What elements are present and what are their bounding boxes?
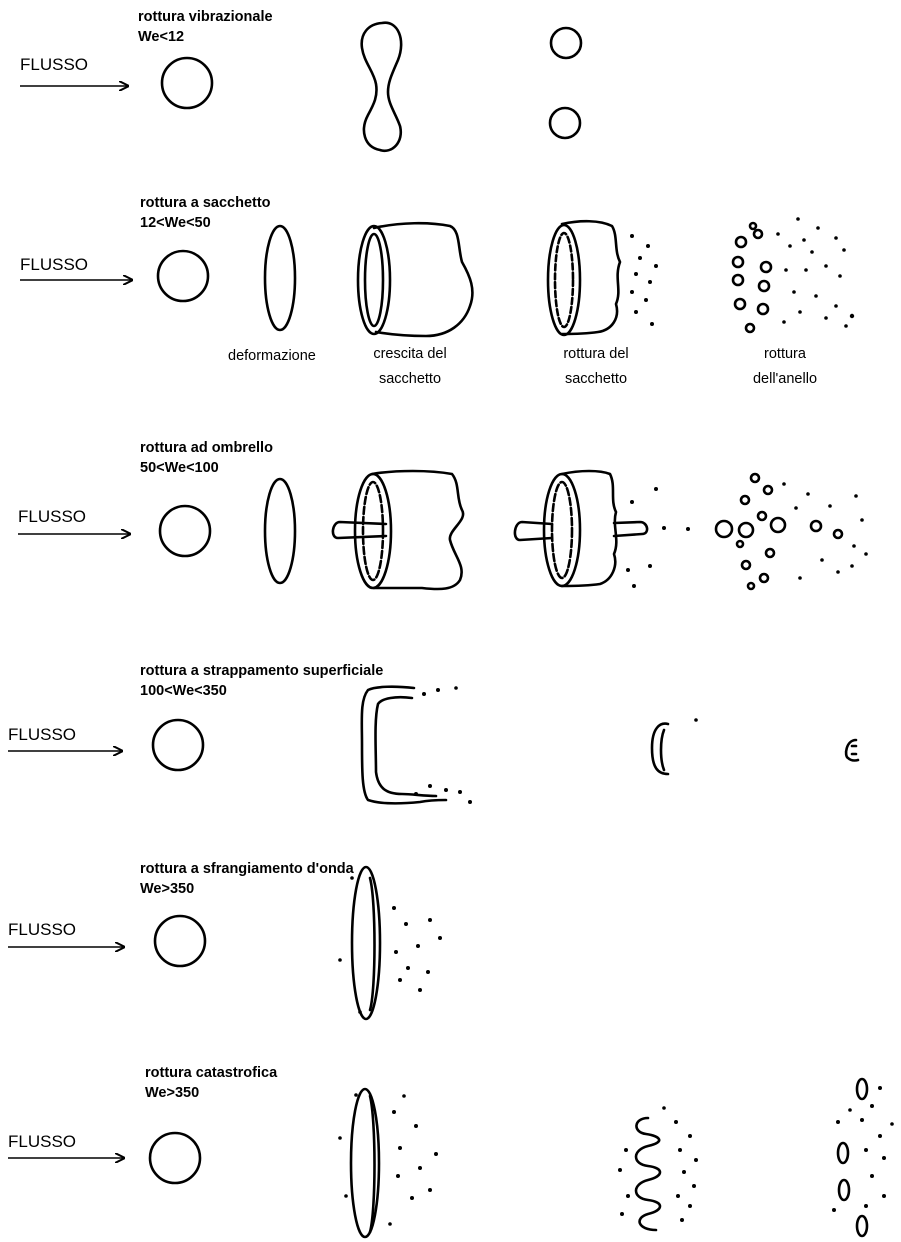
regime-title: rottura a strappamento superficiale [140, 663, 383, 679]
droplet-deformed [265, 226, 295, 330]
regime-title: rottura vibrazionale [138, 9, 273, 25]
caption-ring-1: rottura [764, 346, 807, 362]
droplet-deformed [265, 479, 295, 583]
droplet-initial [158, 251, 208, 301]
flow-label: FLUSSO [8, 725, 76, 744]
caption-bag-burst-2: sacchetto [565, 371, 627, 387]
droplet-initial [153, 720, 203, 770]
umbrella-burst-shape [515, 471, 690, 588]
stripped-droplet-shape [652, 718, 698, 774]
row-strappamento: rottura a strappamento superficiale 100<… [8, 663, 858, 804]
flattened-drop-shape [338, 1089, 438, 1237]
row-ombrello: rottura ad ombrello 50<We<100 FLUSSO [18, 440, 868, 589]
bag-burst-shape [548, 221, 658, 335]
umbrella-breakup-shape [716, 474, 868, 589]
droplet-initial [150, 1133, 200, 1183]
weber-condition: 50<We<100 [140, 460, 219, 476]
wave-crest-shape [338, 867, 442, 1019]
child-droplet [550, 108, 580, 138]
caption-bag-growth-2: sacchetto [379, 371, 441, 387]
weber-condition: 12<We<50 [140, 215, 211, 231]
residual-core-shape [846, 740, 858, 761]
weber-condition: 100<We<350 [140, 683, 227, 699]
regime-title: rottura catastrofica [145, 1065, 278, 1081]
weber-condition: We>350 [140, 881, 194, 897]
bag-growth-shape [358, 223, 472, 336]
flow-label: FLUSSO [18, 507, 86, 526]
caption-bag-burst-1: rottura del [563, 346, 628, 362]
droplet-initial [155, 916, 205, 966]
umbrella-growth-shape [333, 471, 463, 589]
rayleigh-taylor-wave-shape [618, 1106, 698, 1230]
caption-deformation: deformazione [228, 348, 316, 364]
surface-stripping-shape [362, 686, 472, 804]
row-sfrangiamento: rottura a sfrangiamento d'onda We>350 FL… [8, 861, 442, 1019]
row-catastrofica: rottura catastrofica We>350 FLUSSO [8, 1065, 894, 1237]
weber-condition: We>350 [145, 1085, 199, 1101]
regime-title: rottura a sacchetto [140, 195, 271, 211]
droplet-initial [160, 506, 210, 556]
flow-label: FLUSSO [8, 920, 76, 939]
caption-bag-growth-1: crescita del [373, 346, 446, 362]
caption-ring-2: dell'anello [753, 371, 817, 387]
row-sacchetto: rottura a sacchetto 12<We<50 FLUSSO [20, 195, 854, 387]
regime-title: rottura ad ombrello [140, 440, 273, 456]
droplet-initial [162, 58, 212, 108]
weber-condition: We<12 [138, 29, 184, 45]
droplet-dumbbell [362, 23, 401, 151]
ring-breakup-shape [733, 217, 854, 332]
row-vibrazionale: rottura vibrazionale We<12 FLUSSO [20, 9, 581, 151]
fragments-shape [832, 1079, 894, 1236]
regime-title: rottura a sfrangiamento d'onda [140, 861, 355, 877]
flow-label: FLUSSO [20, 255, 88, 274]
flow-label: FLUSSO [8, 1132, 76, 1151]
flow-label: FLUSSO [20, 55, 88, 74]
child-droplet [551, 28, 581, 58]
